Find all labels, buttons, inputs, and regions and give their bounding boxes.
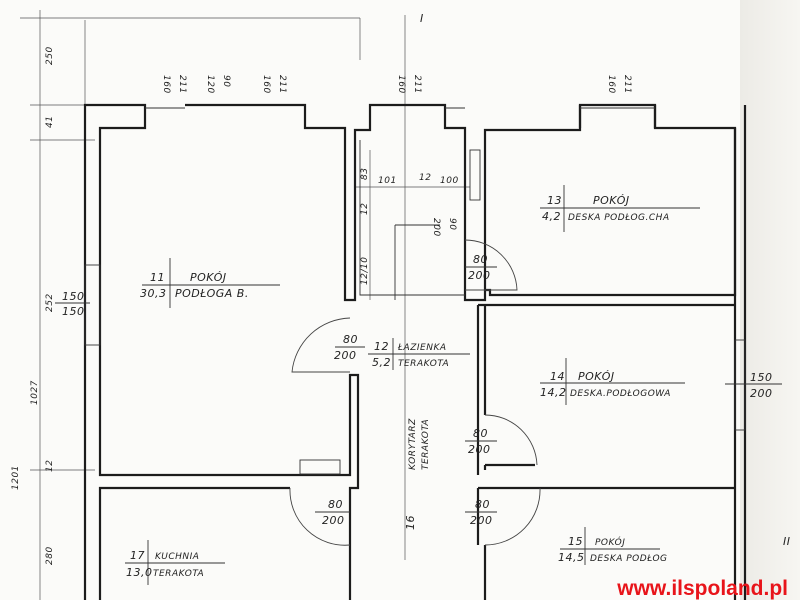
left-dimensions: 250 41 252 1027 1201 12 280: [11, 46, 55, 565]
room-15-label: 15 POKÓJ 14,5 DESKA PODŁOG: [558, 527, 668, 565]
room-number: 12: [374, 340, 389, 353]
room-16-label: KORYTARZ TERAKOTA 16: [404, 418, 431, 530]
dimension-text: 83: [360, 168, 370, 180]
dimension-text: 200: [431, 218, 441, 237]
dimension-text: 160: [161, 75, 171, 94]
room-floor: PODŁOGA B.: [175, 287, 249, 300]
room-floor: TERAKOTA: [398, 359, 449, 369]
door-width: 80: [328, 498, 343, 511]
dimension-text: 252: [45, 293, 55, 312]
room-floor: DESKA.PODŁOGOWA: [570, 389, 671, 399]
door-height: 200: [470, 514, 493, 527]
dimension-text: 41: [45, 116, 55, 128]
room-name: POKÓJ: [190, 271, 227, 284]
room-12-label: 12 ŁAZIENKA 5,2 TERAKOTA: [368, 338, 470, 370]
room-13-label: 13 POKÓJ 4,2 DESKA PODŁOG.CHA: [540, 185, 700, 232]
room-name: POKÓJ: [595, 536, 625, 548]
room-floor: TERAKOTA: [153, 569, 204, 579]
paper-fold-shadow: [740, 0, 800, 600]
room-number: 13: [547, 194, 562, 207]
room-number: 11: [150, 271, 165, 284]
dimension-text: 160: [261, 75, 271, 94]
dimension-text: 12: [360, 203, 370, 215]
corridor-dimensions: 101 12 100 83 12 12/10 200 90 I II: [360, 12, 791, 548]
room-name: ŁAZIENKA: [397, 343, 447, 353]
room-name: POKÓJ: [593, 194, 630, 207]
window-height: 150: [62, 305, 85, 318]
room-area: 14,5: [558, 551, 585, 564]
section-mark: II: [783, 535, 791, 548]
window-sizes: 150 150 150 200: [55, 290, 782, 400]
dimension-text: 160: [606, 75, 616, 94]
dimension-text: 101: [378, 176, 397, 186]
door-width: 80: [473, 427, 488, 440]
dimension-text: 211: [412, 75, 422, 94]
room-floor: DESKA PODŁOG.CHA: [568, 213, 670, 223]
dimension-text: 250: [45, 46, 55, 65]
dimension-text: 100: [440, 176, 459, 186]
dimension-text: 12/10: [360, 257, 370, 285]
door-swings: [289, 239, 541, 546]
dimension-text: 120: [205, 75, 215, 94]
room-number: 17: [130, 549, 145, 562]
window-width: 150: [750, 371, 773, 384]
dimension-text: 1201: [11, 465, 21, 490]
room-number: 14: [550, 370, 565, 383]
dimension-text: 280: [45, 546, 55, 565]
watermark: www.ilspoland.pl: [617, 577, 788, 600]
dimension-text: 90: [221, 75, 231, 87]
door-height: 200: [468, 269, 491, 282]
dimension-text: 160: [396, 75, 406, 94]
room-name: POKÓJ: [578, 370, 615, 383]
dimension-text: 1027: [30, 380, 40, 405]
window-height: 200: [750, 387, 773, 400]
room-number: 16: [404, 515, 417, 530]
dimension-lines: [20, 10, 470, 600]
section-mark: I: [420, 12, 424, 25]
room-number: 15: [568, 535, 583, 548]
room-area: 13,0: [126, 566, 153, 579]
room-14-label: 14 POKÓJ 14,2 DESKA.PODŁOGOWA: [540, 358, 685, 405]
room-area: 14,2: [540, 386, 567, 399]
door-height: 200: [334, 349, 357, 362]
room-name: KUCHNIA: [155, 552, 199, 562]
door-height: 200: [468, 443, 491, 456]
top-window-dimensions: 160 211 120 90 160 211 160 211 160 211: [161, 75, 632, 94]
room-area: 5,2: [372, 356, 391, 369]
door-width: 80: [343, 333, 358, 346]
walls: [83, 103, 747, 600]
room-area: 30,3: [140, 287, 167, 300]
dimension-text: 12: [45, 460, 55, 472]
windows: [84, 107, 746, 431]
room-17-label: 17 KUCHNIA 13,0 TERAKOTA: [125, 540, 225, 585]
dimension-text: 211: [622, 75, 632, 94]
door-width: 80: [473, 253, 488, 266]
room-floor: TERAKOTA: [421, 419, 431, 470]
room-area: 4,2: [542, 210, 561, 223]
door-width: 80: [475, 498, 490, 511]
dimension-text: 211: [177, 75, 187, 94]
room-11-label: 11 POKÓJ 30,3 PODŁOGA B.: [140, 258, 280, 308]
dimension-text: 90: [447, 218, 457, 230]
room-floor: DESKA PODŁOG: [590, 554, 668, 564]
door-sizes: 80 200 80 200 80 200 80 200 80 200: [315, 253, 497, 527]
window-width: 150: [62, 290, 85, 303]
room-name: KORYTARZ: [408, 418, 418, 470]
dimension-text: 211: [277, 75, 287, 94]
door-height: 200: [322, 514, 345, 527]
dimension-text: 12: [419, 173, 431, 183]
